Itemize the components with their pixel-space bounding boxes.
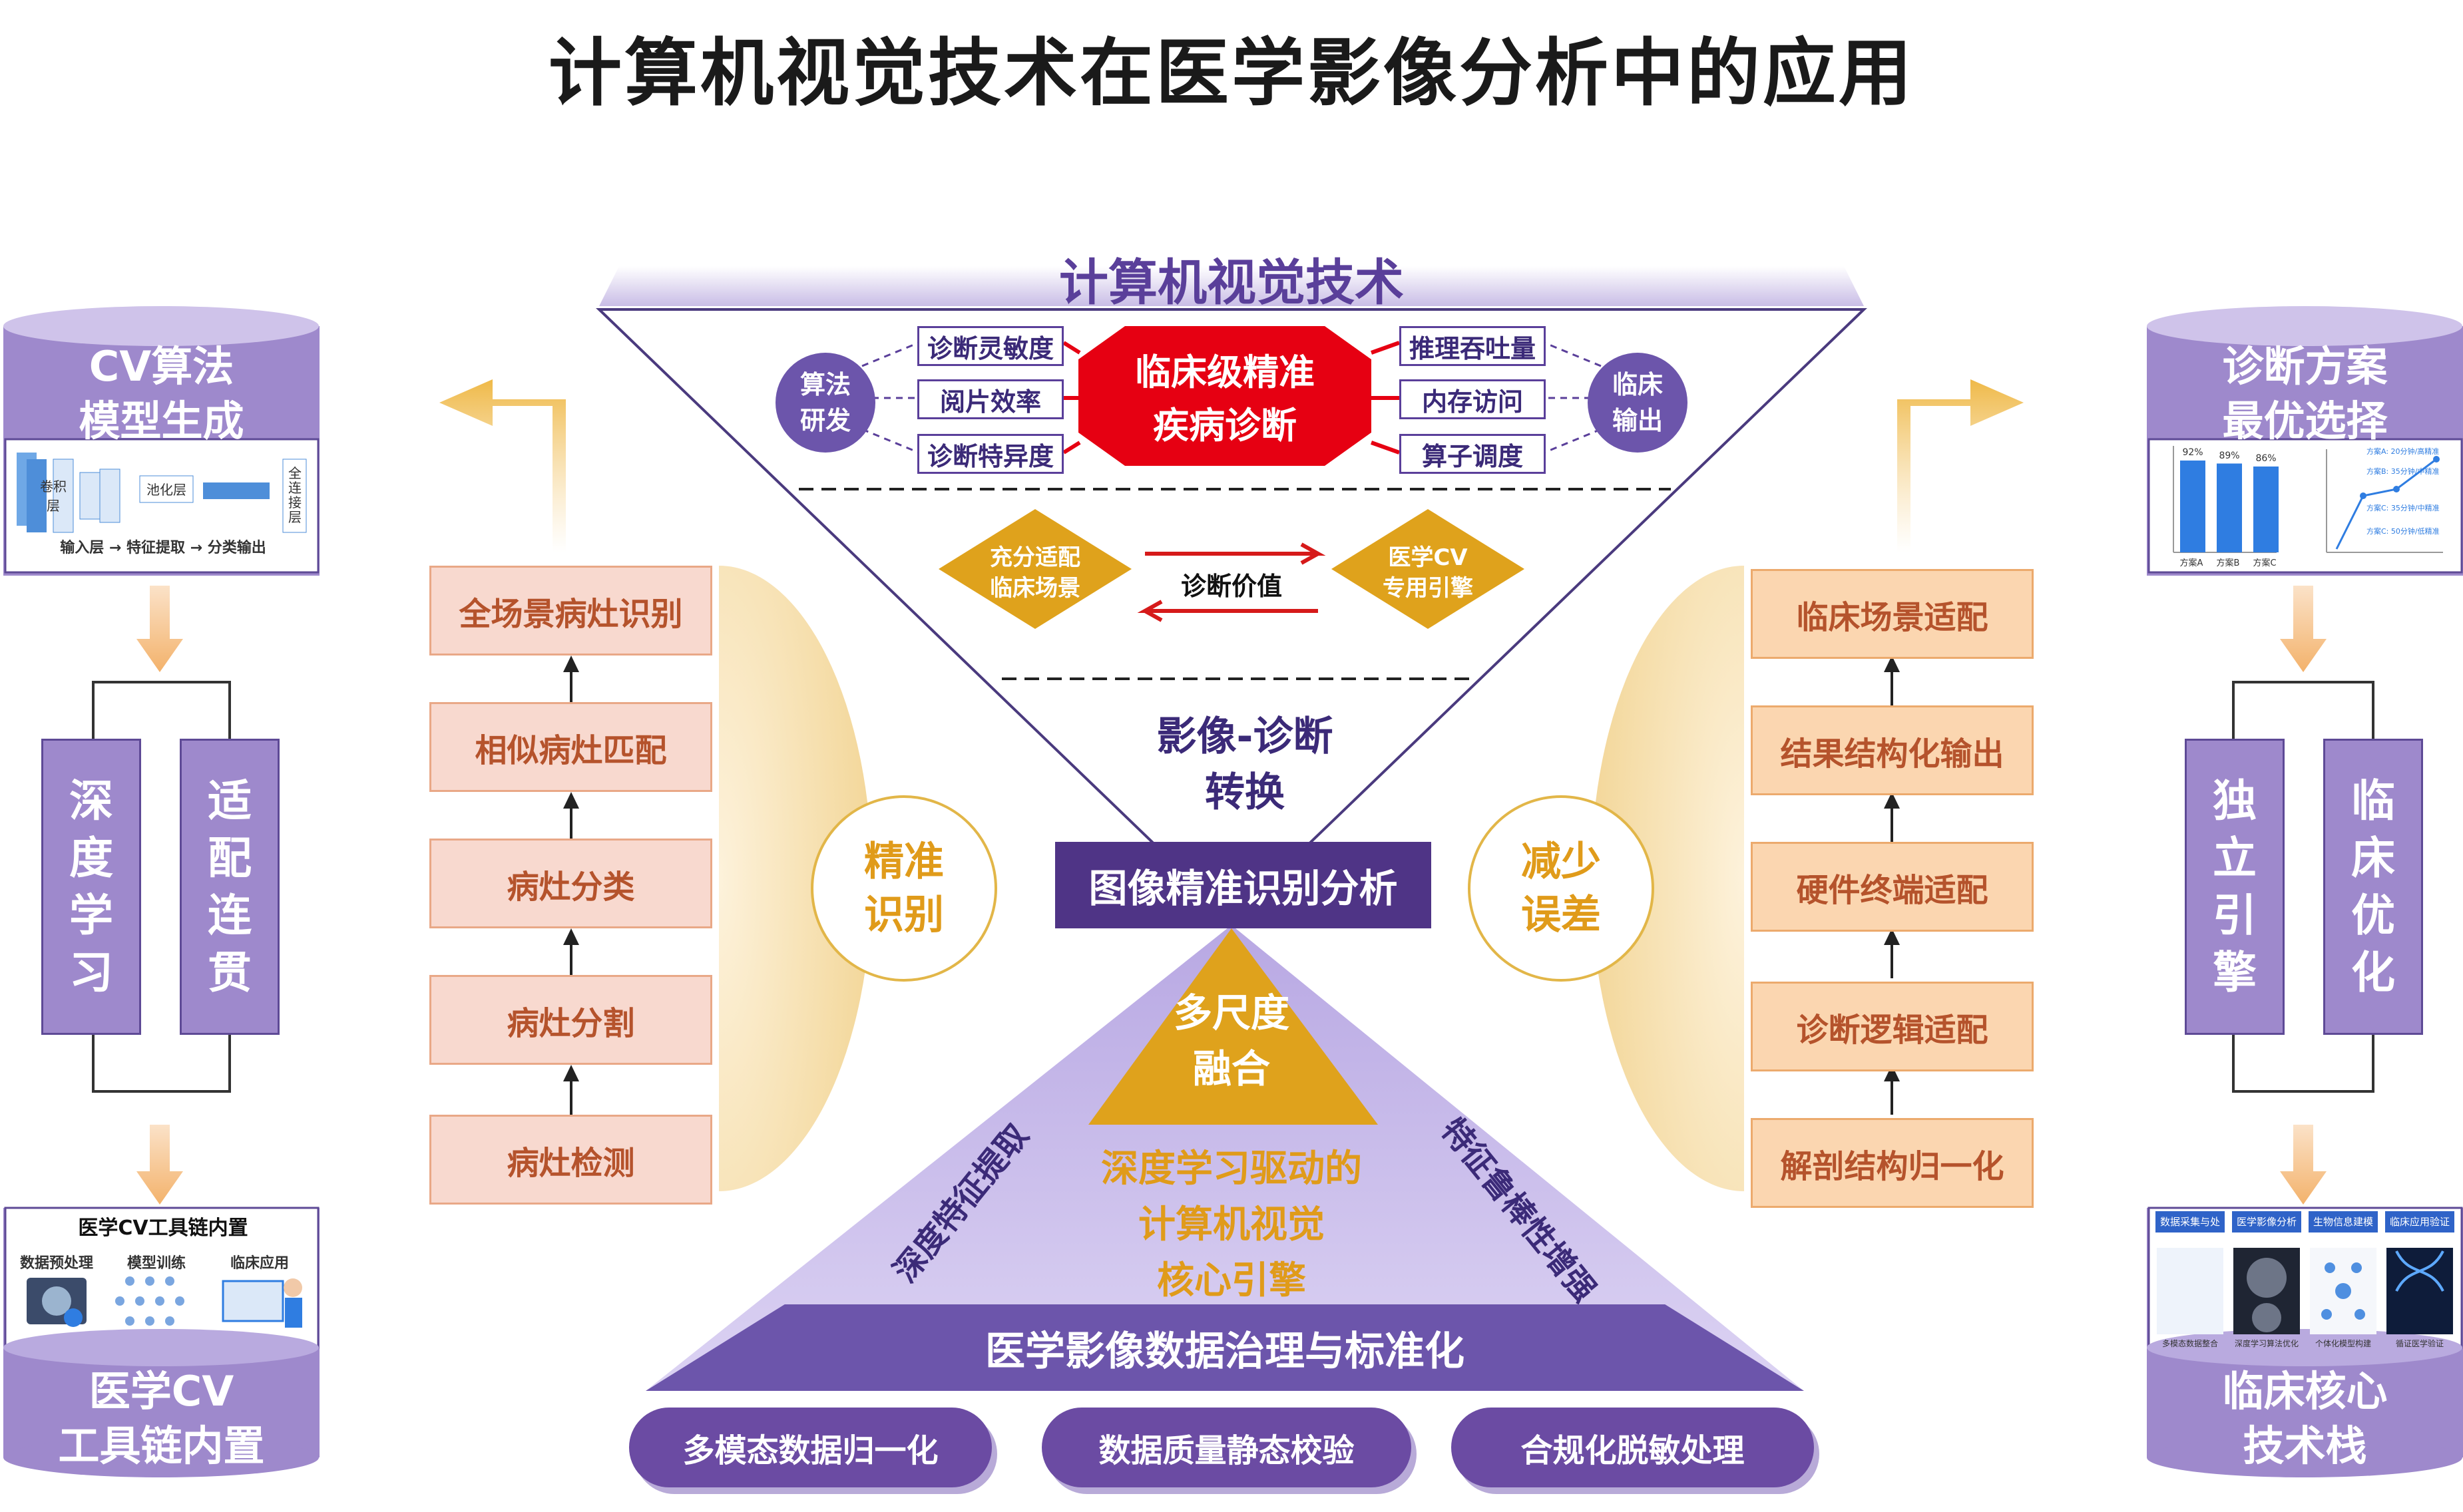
right-circle-reduce-error: 减少 误差 (1468, 795, 1654, 982)
right-bar-independent-engine: 独立引擎 (2185, 739, 2285, 1035)
toolchain-illustrations (27, 1276, 302, 1328)
bar-cat-a: 方案A (2179, 558, 2203, 568)
cnn-label-conv: 卷积层 (40, 478, 67, 514)
page-title: 计算机视觉技术在医学影像分析中的应用 (549, 31, 1914, 116)
stack-illustrations (2157, 1248, 2453, 1334)
left-chain-step-1: 全场景病灶识别 (429, 566, 712, 656)
pill-multimodal-normalization: 多模态数据归一化 (629, 1408, 992, 1487)
bar-chart (2173, 446, 2443, 553)
right-glow (1591, 566, 1744, 1191)
line-legend-2: 方案B: 35分钟/中精准 (2366, 467, 2440, 476)
stack-tab-2: 医学影像分析 (2232, 1211, 2301, 1232)
core-engine-label: 深度学习驱动的 计算机视觉 核心引擎 (1101, 1147, 1362, 1302)
toolchain-item-2: 模型训练 (126, 1255, 186, 1272)
stack-tab-3: 生物信息建模 (2309, 1211, 2378, 1232)
left-bar-adaptive: 适配连贯 (180, 739, 280, 1035)
arrow-diagnostic-value: 诊断价值 (1180, 572, 1282, 601)
cnn-label-pool: 池化层 (146, 482, 186, 498)
left-corner-arrow (439, 379, 566, 552)
left-glow (719, 566, 872, 1191)
right-chain-step-4: 诊断逻辑适配 (1751, 982, 2034, 1071)
diamond-left-label: 充分适配 临床场景 (990, 544, 1080, 602)
toolchain-item-1: 数据预处理 (19, 1255, 93, 1272)
left-chain-step-5: 病灶检测 (429, 1115, 712, 1205)
left-bottom-cylinder-label: 医学CV 工具链内置 (58, 1367, 265, 1470)
diamond-right-label: 医学CV 专用引擎 (1383, 544, 1473, 602)
stack-tab-1: 数据采集与处理 (2155, 1211, 2225, 1249)
pill-compliance-desensitization: 合规化脱敏处理 (1451, 1408, 1814, 1487)
cnn-illustration (17, 453, 307, 533)
right-bar-clinical-optimize: 临床优化 (2323, 739, 2423, 1035)
line-legend-1: 方案A: 20分钟/高精准 (2366, 447, 2440, 456)
stack-caption-2: 深度学习算法优化 (2234, 1339, 2299, 1348)
bar-label-b: 89% (2219, 450, 2240, 461)
right-corner-arrow (1897, 379, 2024, 552)
right-top-cylinder-label: 诊断方案 最优选择 (2222, 342, 2388, 445)
cylinder-tl (3, 306, 320, 576)
right-bottom-cylinder-label: 临床核心 技术栈 (2222, 1367, 2388, 1470)
bar-cat-c: 方案C (2253, 558, 2277, 568)
toolchain-title: 医学CV工具链内置 (78, 1217, 248, 1240)
chart-line (2335, 458, 2437, 550)
stack-tab-4: 临床应用验证 (2385, 1211, 2454, 1232)
right-chain-step-2: 结果结构化输出 (1751, 705, 2034, 795)
metric-sensitivity: 诊断灵敏度 (917, 326, 1064, 366)
multi-scale-fusion-label: 多尺度 融合 (1173, 990, 1289, 1091)
left-chain-step-3: 病灶分类 (429, 839, 712, 928)
metric-operator-scheduling: 算子调度 (1399, 434, 1546, 474)
bar-label-a: 92% (2182, 447, 2203, 458)
left-chain-step-2: 相似病灶匹配 (429, 702, 712, 792)
pyramid-apex (1088, 928, 1378, 1125)
data-governance-bar: 医学影像数据治理与标准化 (646, 1304, 1804, 1391)
analysis-bar: 图像精准识别分析 (1055, 842, 1431, 928)
diamond-left (939, 509, 1132, 629)
algo-rd-circle: 算法 研发 (776, 353, 875, 453)
left-chain-step-4: 病灶分割 (429, 975, 712, 1065)
pill-quality-check: 数据质量静态校验 (1042, 1408, 1411, 1487)
left-bar-deep-learning: 深度学习 (41, 739, 141, 1035)
diamond-right (1331, 509, 1524, 629)
funnel-title: 计算机视觉技术 (1059, 254, 1404, 311)
right-chain-step-3: 硬件终端适配 (1751, 842, 2034, 932)
core-diagnosis-label: 临床级精准 疾病诊断 (1135, 351, 1315, 447)
metric-specificity: 诊断特异度 (917, 434, 1064, 474)
cnn-caption: 输入层 → 特征提取 → 分类输出 (60, 540, 266, 556)
chart-bar-a (2180, 461, 2205, 552)
transform-label: 影像-诊断 转换 (1156, 713, 1333, 816)
stack-caption-3: 个体化模型构建 (2315, 1339, 2371, 1348)
line-legend-4: 方案C: 50分钟/低精准 (2366, 527, 2440, 536)
right-chain-step-5: 解剖结构归一化 (1751, 1118, 2034, 1208)
stack-caption-1: 多模态数据整合 (2161, 1339, 2218, 1348)
pyramid-body (646, 925, 1804, 1391)
core-octagon (1078, 326, 1371, 466)
funnel-outline (596, 308, 1867, 920)
line-legend-3: 方案C: 35分钟/中精准 (2366, 504, 2440, 512)
left-top-cylinder-label: CV算法 模型生成 (79, 342, 244, 445)
cnn-label-fc: 全连接层 (288, 465, 302, 525)
toolchain-item-3: 临床应用 (230, 1255, 289, 1272)
stack-caption-4: 循证医学验证 (2395, 1339, 2444, 1348)
metric-throughput: 推理吞吐量 (1399, 326, 1546, 366)
metric-reading-efficiency: 阅片效率 (917, 379, 1064, 419)
right-chain-step-1: 临床场景适配 (1751, 569, 2034, 659)
chart-bar-c (2253, 467, 2279, 552)
chart-bar-b (2217, 463, 2242, 552)
bar-label-c: 86% (2255, 453, 2277, 464)
clinical-output-circle: 临床 输出 (1588, 353, 1687, 453)
left-circle-precise: 精准 识别 (811, 795, 997, 982)
funnel-header-band (599, 266, 1864, 306)
metric-memory-access: 内存访问 (1399, 379, 1546, 419)
bar-cat-b: 方案B (2216, 558, 2240, 568)
